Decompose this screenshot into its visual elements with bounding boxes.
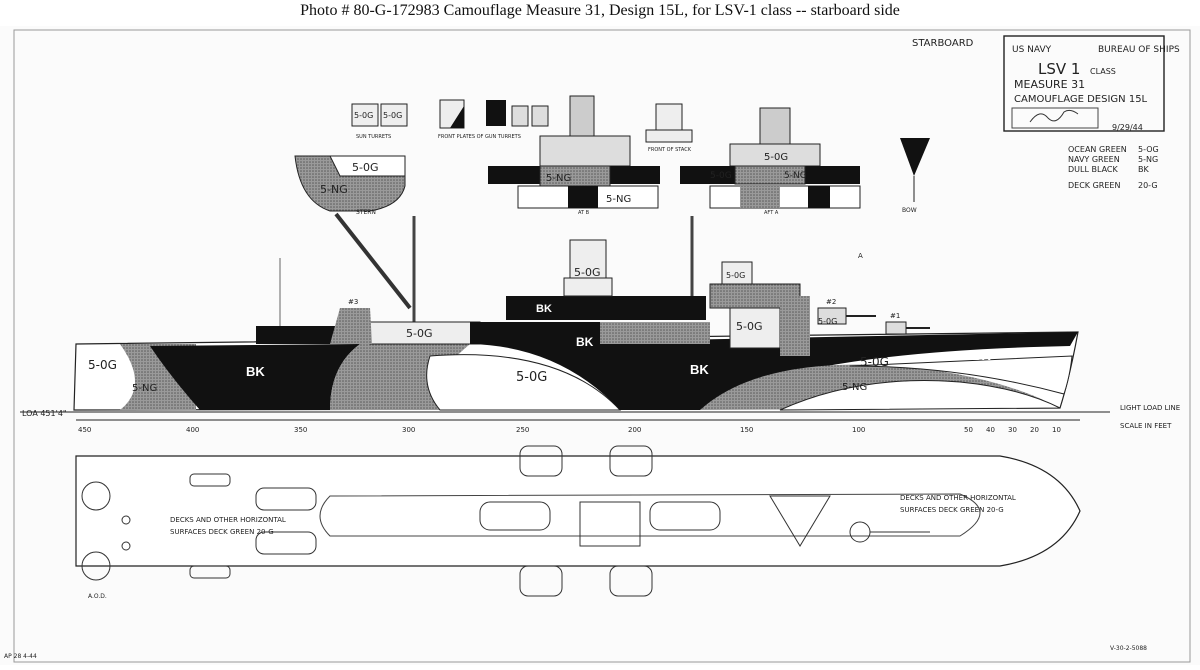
title-ship: LSV 1 [1038,60,1080,78]
title-date: 9/29/44 [1112,123,1143,132]
front-plates-detail: FRONT PLATES OF GUN TURRETS [438,99,549,140]
stern-caption: STERN [356,209,376,216]
key-deck-green: DECK GREEN [1068,181,1120,190]
profile-og-mid: 5-0G [516,370,547,385]
profile-bk2: BK [690,362,709,377]
front-plates-caption: FRONT PLATES OF GUN TURRETS [438,134,521,140]
profile-og-bridge: 5-0G [818,317,837,326]
scale-tick-450: 450 [78,426,91,434]
view2-og-label: 5-0G [764,152,788,163]
profile-ng-stern: 5-NG [132,383,157,394]
view1-ng-label: 5-NG [546,173,571,184]
key-deck-green-code: 20-G [1138,181,1158,190]
view-label: STARBOARD [912,38,974,49]
bow-caption: BOW [902,207,917,214]
aft-a-caption: AFT A [764,210,779,216]
bow-view: BOW [900,138,930,214]
sun-turrets-detail: 5-0G 5-0G SUN TURRETS [351,103,408,140]
view2-ng-label: 5-NG [784,171,807,181]
turret-a-label: 5-0G [354,111,373,120]
load-line-label: LIGHT LOAD LINE [1120,404,1180,412]
title-ship-suffix: CLASS [1090,67,1116,76]
color-key: OCEAN GREEN 5-OG NAVY GREEN 5-NG DULL BL… [1068,145,1159,190]
scale-tick-40: 40 [986,426,995,434]
deck-note-right-2: SURFACES DECK GREEN 20-G [900,506,1004,514]
key-navy-green-code: 5-NG [1138,155,1158,164]
profile-elevation: 5-0G BK 5-0G BK BK BK 5-0G 5-0G 5-0G 5-0… [73,216,1079,411]
sheet-border [13,29,1191,663]
profile-mark-a: A [858,252,863,260]
key-ocean-green-code: 5-OG [1138,145,1159,154]
stack-front-view: FRONT OF STACK [645,103,693,153]
signature [1029,109,1079,123]
profile-og-fwd: 5-0G [860,355,889,369]
profile-ng-fwd: 5-NG [842,382,867,393]
scale-tick-10: 10 [1052,426,1061,434]
scale-label: SCALE IN FEET [1120,422,1172,430]
view1-ng2-label: 5-NG [606,194,631,205]
profile-stern-og: 5-0G [88,358,117,372]
key-ocean-green: OCEAN GREEN [1068,145,1127,154]
section-view-fwd: 5-0G 5-NG 5-0G AFT A [680,107,861,216]
scale-tick-250: 250 [516,426,529,434]
front-stack-caption: FRONT OF STACK [648,147,692,153]
scale-tick-50: 50 [964,426,973,434]
plan-view: DECKS AND OTHER HORIZONTAL SURFACES DECK… [75,445,1081,597]
deck-note-right-1: DECKS AND OTHER HORIZONTAL [900,494,1016,502]
scale-tick-100: 100 [852,426,865,434]
deck-note-left-1: DECKS AND OTHER HORIZONTAL [170,516,286,524]
scale-tick-200: 200 [628,426,641,434]
stern-og-label: 5-0G [352,161,379,174]
profile-bk-bow: BK [972,348,991,363]
profile-gun2: #2 [826,298,836,306]
title-measure: MEASURE 31 [1014,78,1085,91]
scale-ticks: 450 400 350 300 250 200 150 100 50 40 30… [78,426,1061,434]
title-block: US NAVY BUREAU OF SHIPS LSV 1 CLASS MEAS… [1003,35,1180,132]
key-dull-black: DULL BLACK [1068,165,1119,174]
scale-tick-150: 150 [740,426,753,434]
profile-og-house: 5-0G [406,327,433,340]
camouflage-drawing-sheet: STARBOARD US NAVY BUREAU OF SHIPS LSV 1 … [0,26,1200,665]
section-view-aft: 5-NG 5-NG AT B [488,95,660,216]
scale-tick-350: 350 [294,426,307,434]
drawing-canvas: STARBOARD US NAVY BUREAU OF SHIPS LSV 1 … [4,29,1191,663]
title-navy: US NAVY [1012,45,1052,55]
crane-boom [334,212,412,310]
stern-ng-label: 5-NG [320,183,348,196]
profile-og-mast: 5-0G [726,271,745,280]
stern-view: 5-0G 5-NG STERN [294,155,406,216]
bottom-left-ref: AP 28 4-44 [4,653,37,660]
scale-tick-300: 300 [402,426,415,434]
key-navy-green: NAVY GREEN [1068,155,1120,164]
scale-tick-400: 400 [186,426,199,434]
profile-og-stack: 5-0G [574,266,601,279]
bottom-right-ref: V-30-2-5088 [1110,645,1147,652]
sun-turrets-caption: SUN TURRETS [356,134,391,140]
deck-note-left-2: SURFACES DECK GREEN 20-G [170,528,274,536]
turret-b-label: 5-0G [383,111,402,120]
profile-bk1: BK [246,364,265,379]
photo-caption: Photo # 80-G-172983 Camouflage Measure 3… [300,2,900,19]
scale-tick-20: 20 [1030,426,1039,434]
profile-gun1: #1 [890,312,900,320]
title-bureau: BUREAU OF SHIPS [1098,45,1180,55]
profile-og-front: 5-0G [736,320,763,333]
aft-b-caption: AT B [578,210,590,216]
loa-label: LOA 451'4" [22,409,67,418]
scale-tick-30: 30 [1008,426,1017,434]
profile-bk-upper: BK [576,335,594,349]
view2-og2-label: 5-0G [710,171,732,181]
profile-gun3: #3 [348,298,358,306]
title-design: CAMOUFLAGE DESIGN 15L [1014,94,1148,105]
key-dull-black-code: BK [1138,165,1149,174]
corner-initials: A.O.D. [88,593,107,600]
profile-bk-house: BK [536,303,552,315]
